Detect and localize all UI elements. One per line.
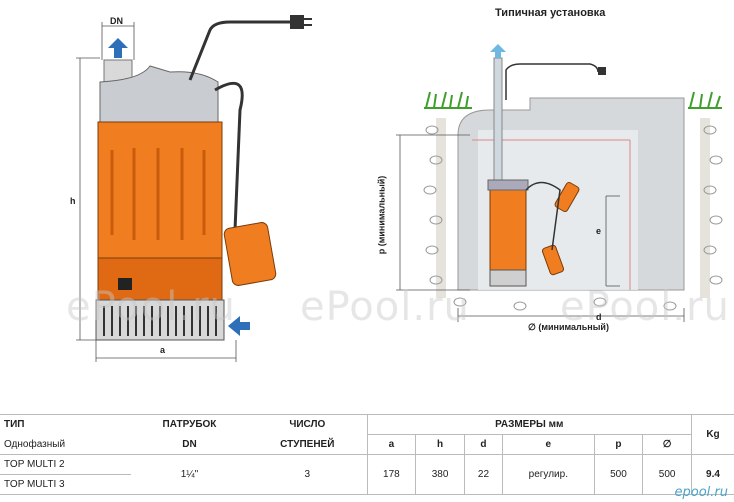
th-outlet: ПАТРУБОК <box>130 414 249 435</box>
page-title: Типичная установка <box>495 7 606 19</box>
model-name: TOP MULTI 2 <box>0 454 131 475</box>
th-col-e: e <box>502 434 595 455</box>
p-min-label: p (минимальный) <box>376 175 387 255</box>
th-outlet-dn: DN <box>130 434 249 455</box>
th-dims: РАЗМЕРЫ мм <box>366 414 692 435</box>
spec-table: ТИП ПАТРУБОК ЧИСЛО РАЗМЕРЫ мм Kg Однофаз… <box>0 414 734 495</box>
cell-stages: 3 <box>248 454 368 495</box>
diam-min-label: ∅ (минимальный) <box>528 322 609 332</box>
cell-e: регулир. <box>502 454 595 495</box>
diagram-area: Типичная установка DN h a p (минимальный… <box>66 7 730 362</box>
watermark: ePool.ru <box>300 284 470 330</box>
install-dimensions <box>396 134 685 322</box>
dimension-lines <box>76 22 237 362</box>
grass <box>424 91 722 109</box>
e-label: e <box>596 226 602 236</box>
th-phase: Однофазный <box>0 434 131 455</box>
cell-p: 500 <box>593 454 643 495</box>
cell-kg: 9.4 <box>690 454 734 495</box>
flow-arrow-icon <box>490 44 506 58</box>
power-cable <box>188 20 290 81</box>
pump-head <box>99 65 219 123</box>
cell-a: 178 <box>366 454 416 495</box>
inlet-arrow-icon <box>228 316 250 336</box>
th-stages-2: СТУПЕНЕЙ <box>248 434 368 455</box>
cell-dn: 1¼" <box>130 454 249 495</box>
cell-diam: 500 <box>642 454 692 495</box>
float-switch <box>223 222 277 286</box>
corner-watermark: epool.ru <box>674 485 729 500</box>
a-label: a <box>160 345 166 355</box>
model-name: TOP MULTI 3 <box>0 474 131 495</box>
dn-label: DN <box>110 16 123 26</box>
watermark: ePool.ru <box>66 284 236 330</box>
th-col-p: p <box>593 434 643 455</box>
th-col-h: h <box>415 434 465 455</box>
watermark: ePool.ru <box>560 284 730 330</box>
d-label: d <box>596 312 602 322</box>
h-label: h <box>70 196 76 206</box>
th-col-a: a <box>366 434 416 455</box>
pump-drawing <box>76 15 723 362</box>
th-col-d: d <box>463 434 503 455</box>
cell-h: 380 <box>415 454 465 495</box>
th-col-diam: ∅ <box>642 434 692 455</box>
th-stages-1: ЧИСЛО <box>248 414 368 435</box>
plug-icon <box>290 15 304 29</box>
pump-small <box>489 187 527 271</box>
th-kg: Kg <box>690 414 734 455</box>
outlet-arrow-icon <box>108 38 128 58</box>
cell-d: 22 <box>463 454 503 495</box>
riser-pipe <box>493 57 503 189</box>
th-type: ТИП <box>0 414 131 435</box>
